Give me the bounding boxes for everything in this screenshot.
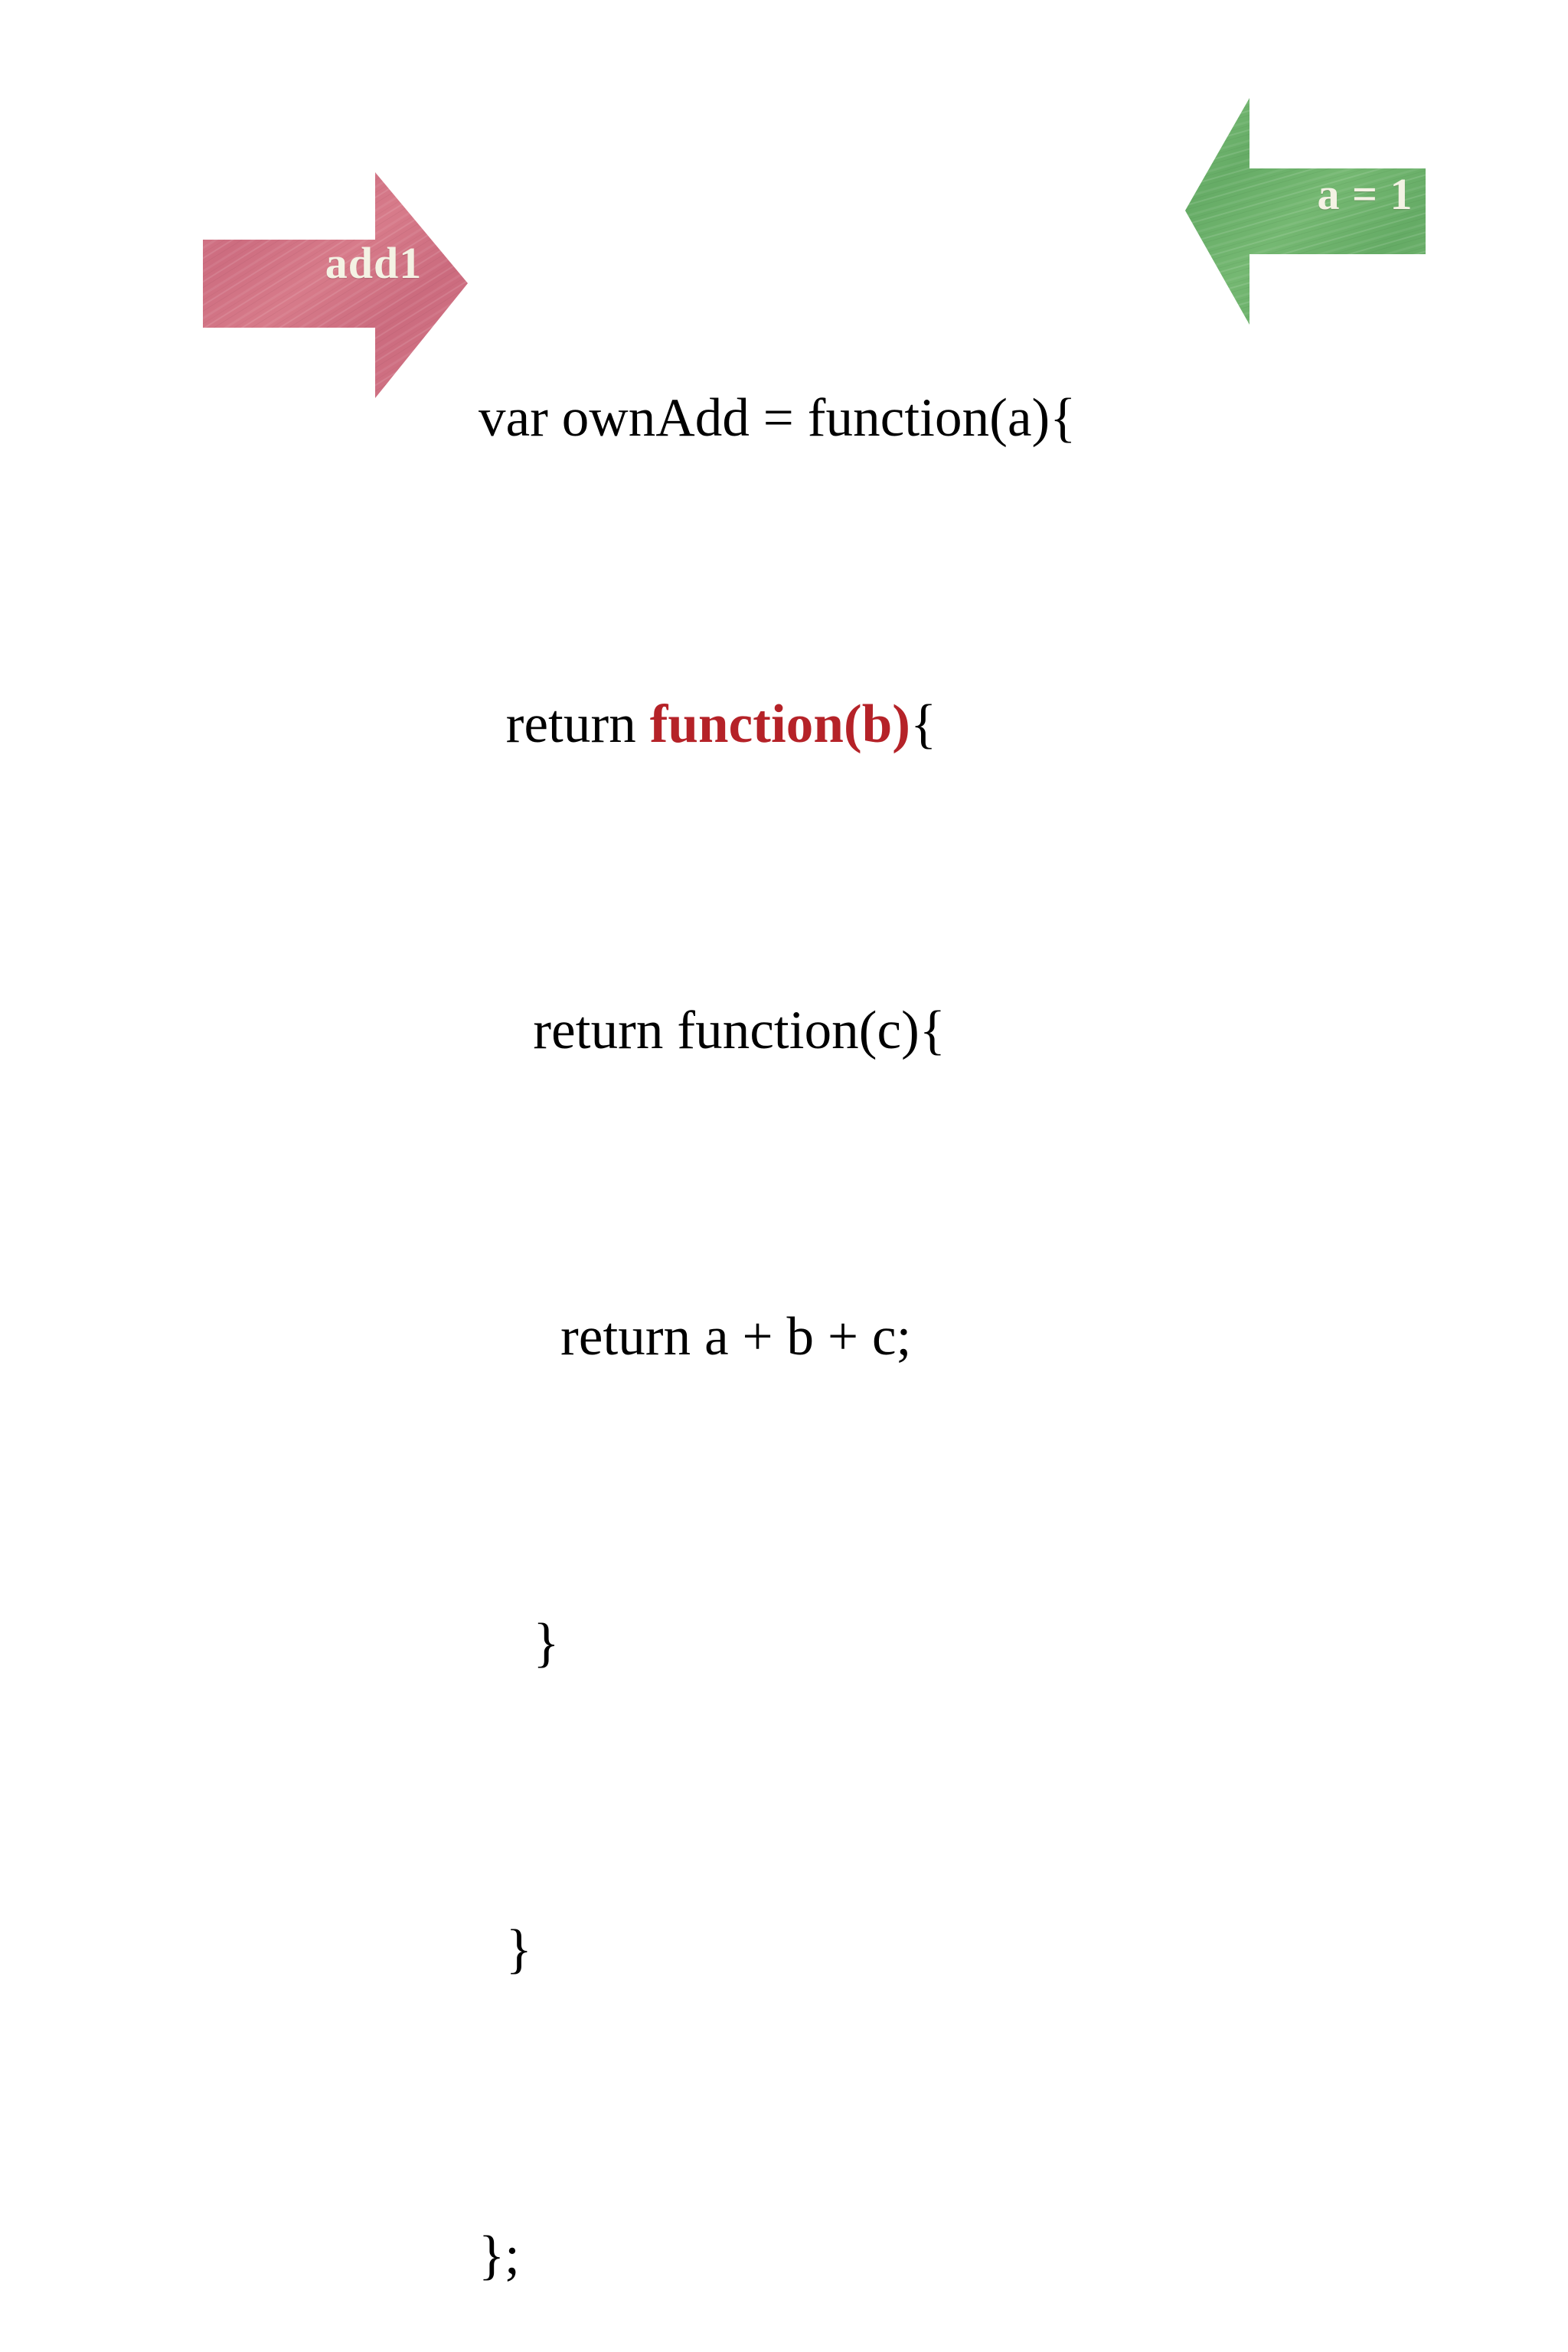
code-line-2-highlight: function(b) <box>649 694 911 754</box>
code-line-2: return function(b){ <box>479 686 1076 763</box>
code-block: var ownAdd = function(a){ return functio… <box>479 150 1076 2352</box>
code-line-2-suffix: { <box>910 694 937 754</box>
code-line-5: } <box>479 1605 1076 1681</box>
green-arrow-label: a = 1 <box>1317 169 1413 219</box>
code-line-4-text: return a + b + c; <box>479 1307 912 1367</box>
code-line-2-prefix: return <box>479 694 650 754</box>
arrow-right-icon <box>203 172 468 398</box>
green-arrow-annotation[interactable]: a = 1 <box>1179 92 1432 337</box>
code-line-6: } <box>479 1911 1076 1988</box>
pink-arrow-label: add1 <box>325 238 423 288</box>
arrow-left-icon <box>1185 98 1426 325</box>
code-line-1: var ownAdd = function(a){ <box>479 380 1076 456</box>
pink-arrow-annotation[interactable]: add1 <box>198 167 473 412</box>
code-line-5-text: } <box>479 1613 560 1673</box>
code-line-3-text: return function(c){ <box>479 1001 946 1060</box>
code-line-1-text: var ownAdd = function(a){ <box>479 388 1076 448</box>
code-line-7-text: }; <box>479 2226 521 2285</box>
code-line-7: }; <box>479 2217 1076 2294</box>
code-line-3: return function(c){ <box>479 992 1076 1069</box>
code-line-6-text: } <box>479 1919 532 1979</box>
slide-canvas: add1 <box>198 92 1432 2285</box>
code-line-4: return a + b + c; <box>479 1298 1076 1375</box>
